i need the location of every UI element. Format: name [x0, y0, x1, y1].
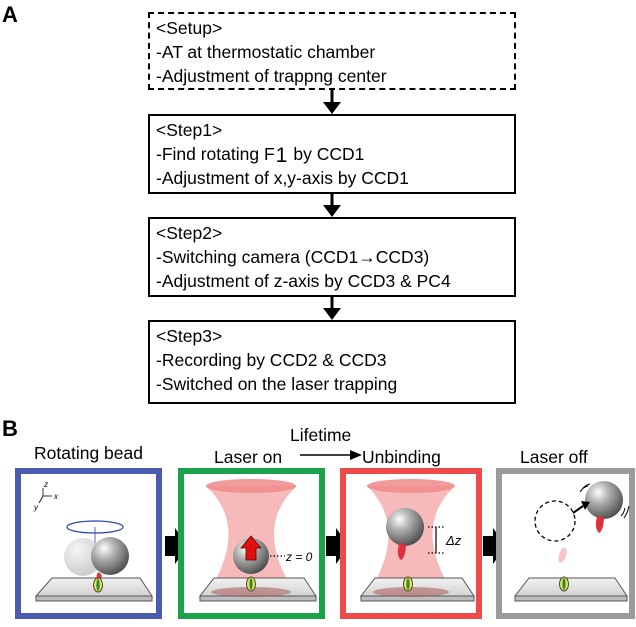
motion-lines-icon: [579, 483, 630, 519]
bead: [585, 481, 623, 519]
delta-z-bracket: [428, 526, 444, 554]
glass-plate-2: [198, 577, 317, 602]
step2-title: <Step2>: [156, 223, 223, 243]
bead-initial-position: [534, 500, 576, 542]
motor-protein-3: [403, 576, 413, 592]
setup-box: <Setup> -AT at thermostatic chamber -Adj…: [148, 12, 516, 90]
stage-label-laser-on: Laser on: [214, 447, 283, 467]
glass-plate-4: [513, 577, 628, 602]
step1-title: <Step1>: [156, 120, 223, 140]
step3-line-1: -Recording by CCD2 & CCD3: [156, 350, 387, 370]
bead-ghost: [64, 538, 102, 576]
setup-line-1: -AT at thermostatic chamber: [156, 42, 376, 62]
motor-protein-2: [246, 576, 256, 592]
step2-line-2: -Adjustment of z-axis by CCD3 & PC4: [156, 271, 451, 291]
delta-z-label: Δz: [445, 533, 462, 548]
protein-stalk: [595, 516, 604, 533]
glass-plate-1: [34, 577, 153, 602]
z-zero-label: z = 0: [285, 550, 313, 564]
step1-line-1-subscript: 1: [275, 144, 288, 167]
stage-label-unbinding: Unbinding: [362, 447, 441, 467]
flow-arrow-setup-step1: [323, 90, 341, 114]
step3-title: <Step3>: [156, 326, 223, 346]
bead: [91, 537, 129, 575]
motor-protein-4: [559, 576, 569, 592]
stage-arrow-1: [165, 528, 188, 564]
flow-arrow-step1-step2: [323, 194, 341, 217]
setup-line-2: -Adjustment of trappng center: [156, 66, 387, 86]
step2-box: <Step2> -Switching camera (CCD1→CCD3) -A…: [148, 217, 516, 297]
protein-stalk: [397, 543, 406, 560]
panel-label-b: B: [2, 416, 18, 441]
step1-line-1-prefix: -Find rotating F: [156, 144, 275, 164]
up-arrow-icon: [240, 535, 262, 561]
stage-label-rotating-bead: Rotating bead: [34, 443, 143, 463]
setup-title: <Setup>: [156, 18, 223, 38]
glass-plate-3: [359, 577, 475, 602]
bead: [386, 508, 424, 546]
step2-line-1: -Switching camera (CCD1→CCD3): [156, 247, 430, 267]
svg-text:y: y: [33, 503, 39, 512]
svg-text:z: z: [43, 480, 48, 489]
stage-arrow-2: [326, 528, 349, 564]
step1-line-1-suffix: by CCD1: [293, 144, 365, 164]
flow-arrow-step2-step3: [323, 297, 341, 320]
stage-arrow-3: [483, 528, 506, 564]
stage-label-laser-off: Laser off: [520, 447, 588, 467]
lifetime-label: Lifetime: [290, 425, 352, 445]
motor-protein-1: [93, 577, 103, 593]
panel-label-a: A: [2, 2, 18, 27]
svg-text:x: x: [53, 492, 59, 501]
lifetime-arrow: [300, 450, 362, 460]
step3-box: <Step3> -Recording by CCD2 & CCD3 -Switc…: [148, 320, 516, 404]
diffusion-arrow-icon: [572, 501, 590, 514]
step3-line-2: -Switched on the laser trapping: [156, 374, 398, 394]
step1-line-2: -Adjustment of x,y-axis by CCD1: [156, 168, 409, 188]
protein-stalk-ghost: [558, 547, 567, 563]
xyz-axes-icon: z x y: [33, 480, 59, 512]
